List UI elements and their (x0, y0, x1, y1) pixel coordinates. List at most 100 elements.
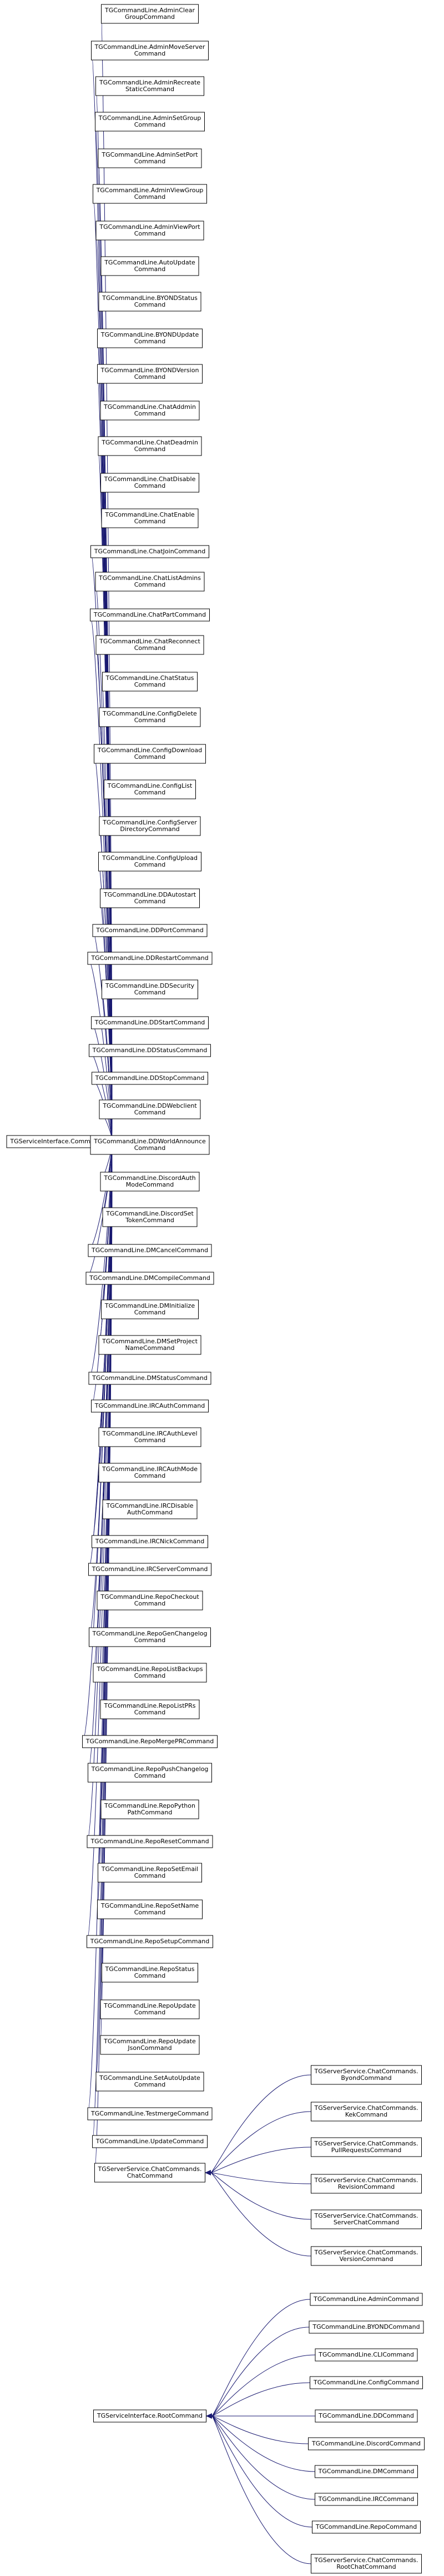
class-node[interactable]: TGCommandLine.DMStatusCommand (88, 1372, 211, 1385)
class-node[interactable]: TGCommandLine.IRCServerCommand (88, 1563, 211, 1576)
class-node[interactable]: TGCommandLine.DMCompileCommand (85, 1272, 214, 1285)
class-node-label: ServerChatCommand (334, 2219, 399, 2226)
class-node-label: TGCommandLine.DDRestartCommand (90, 954, 208, 962)
class-node[interactable]: TGServiceInterface.Command (6, 1135, 106, 1148)
class-node-label: TGCommandLine.SetAutoUpdate (99, 2074, 200, 2082)
class-node-box (95, 221, 204, 241)
class-node[interactable]: TGServerService.ChatCommands.ServerChatC… (311, 2209, 422, 2229)
class-node[interactable]: TGCommandLine.ConfigServerDirectoryComma… (99, 816, 201, 836)
class-node[interactable]: TGCommandLine.RepoResetCommand (87, 1835, 213, 1848)
class-node[interactable]: TGServerService.ChatCommands.RevisionCom… (311, 2174, 422, 2194)
class-node[interactable]: TGServerService.ChatCommands.ByondComman… (311, 2065, 422, 2085)
class-node[interactable]: TGCommandLine.UpdateCommand (92, 2135, 208, 2148)
class-node[interactable]: TGServerService.ChatCommands.ChatCommand (94, 2163, 205, 2183)
class-node[interactable]: TGCommandLine.ConfigCommand (310, 2376, 423, 2389)
class-node[interactable]: TGServerService.ChatCommands.RootChatCom… (311, 2554, 422, 2574)
class-node[interactable]: TGCommandLine.DDRestartCommand (87, 952, 213, 965)
class-node[interactable]: TGServerService.ChatCommands.PullRequest… (311, 2137, 422, 2157)
class-node-label: TGCommandLine.DiscordCommand (311, 2440, 421, 2447)
class-node[interactable]: TGCommandLine.CLICommand (315, 2348, 418, 2362)
class-node[interactable]: TGServiceInterface.RootCommand (93, 2409, 206, 2423)
class-node[interactable]: TGCommandLine.ChatPartCommand (90, 608, 210, 622)
inheritance-edge (210, 2172, 311, 2220)
class-node[interactable]: TGCommandLine.DDStartCommand (91, 1016, 209, 1029)
class-node[interactable]: TGServerService.ChatCommands.KekCommand (311, 2102, 422, 2122)
class-node-label: TGCommandLine.IRCCommand (318, 2495, 415, 2503)
class-node[interactable]: TGCommandLine.ChatJoinCommand (90, 545, 209, 558)
class-node[interactable]: TGServerService.ChatCommands.VersionComm… (311, 2246, 422, 2266)
class-node[interactable]: TGCommandLine.DMCancelCommand (88, 1244, 212, 1257)
class-node[interactable]: TGCommandLine.DiscordCommand (308, 2437, 425, 2450)
inheritance-edge (211, 2415, 312, 2528)
class-node[interactable]: TGCommandLine.DDStatusCommand (89, 1044, 211, 1057)
class-node-box (312, 2520, 421, 2534)
class-node-label: TGServerService.ChatCommands. (314, 2249, 418, 2256)
class-node-label: TGCommandLine.RepoPushChangelog (91, 1765, 209, 1773)
class-node[interactable]: TGCommandLine.BYONDCommand (309, 2320, 424, 2334)
class-node[interactable]: TGCommandLine.AdminCommand (310, 2293, 423, 2306)
class-node-label: TGCommandLine.ChatEnable (104, 511, 195, 518)
class-node[interactable]: TGCommandLine.DDPortCommand (92, 924, 208, 937)
class-node-box (98, 1427, 201, 1447)
class-node[interactable]: TGCommandLine.IRCCommand (315, 2493, 418, 2506)
class-node[interactable]: TGCommandLine.RepoMergePRCommand (82, 1735, 218, 1748)
class-node-label: NameCommand (125, 1344, 175, 1352)
class-node[interactable]: TGCommandLine.DDCommand (315, 2409, 418, 2423)
class-node[interactable]: TGCommandLine.RepoSetupCommand (87, 1935, 213, 1948)
class-node-label: Command (134, 1109, 166, 1116)
class-node[interactable]: TGCommandLine.RepoCommand (312, 2520, 421, 2534)
class-node-label: TGServerService.ChatCommands. (314, 2068, 418, 2075)
class-node[interactable]: TGCommandLine.IRCAuthCommand (91, 1399, 209, 1413)
class-node[interactable]: TGCommandLine.DDStopCommand (92, 1072, 208, 1085)
class-node[interactable]: TGCommandLine.TestmergeCommand (87, 2107, 213, 2120)
class-node[interactable]: TGCommandLine.DMCommand (315, 2465, 418, 2478)
inheritance-edge (211, 2354, 316, 2417)
class-node[interactable]: TGCommandLine.IRCNickCommand (92, 1535, 208, 1548)
